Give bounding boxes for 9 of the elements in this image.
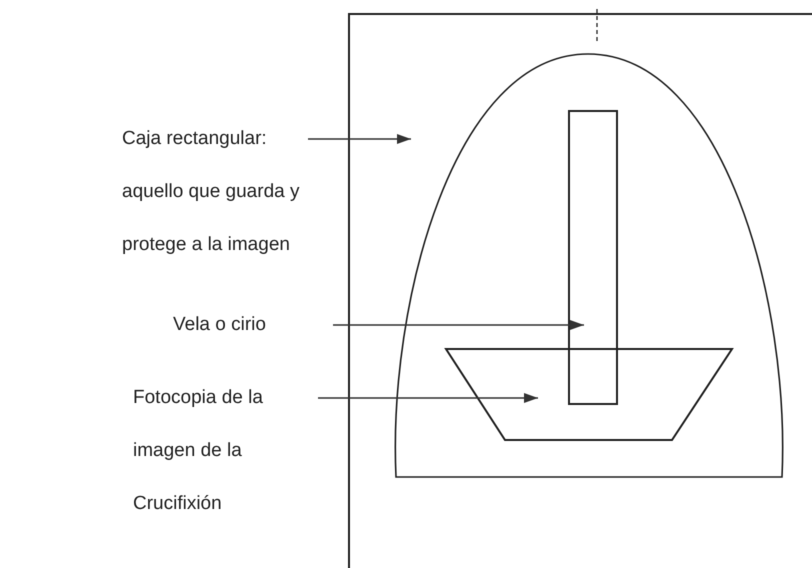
callout-text: Caja rectangular: aquello que guarda y protege a la imagen <box>122 127 300 257</box>
arrow <box>308 134 411 144</box>
arrow <box>333 320 584 330</box>
callout-text: Vela o cirio <box>173 313 267 337</box>
arrow <box>318 393 538 403</box>
display-case-frame <box>348 13 812 568</box>
trapezoid-base <box>446 349 732 440</box>
candle-rectangle <box>568 110 618 405</box>
callout-text: Fotocopia de la imagen de la Crucifixión <box>133 386 264 516</box>
